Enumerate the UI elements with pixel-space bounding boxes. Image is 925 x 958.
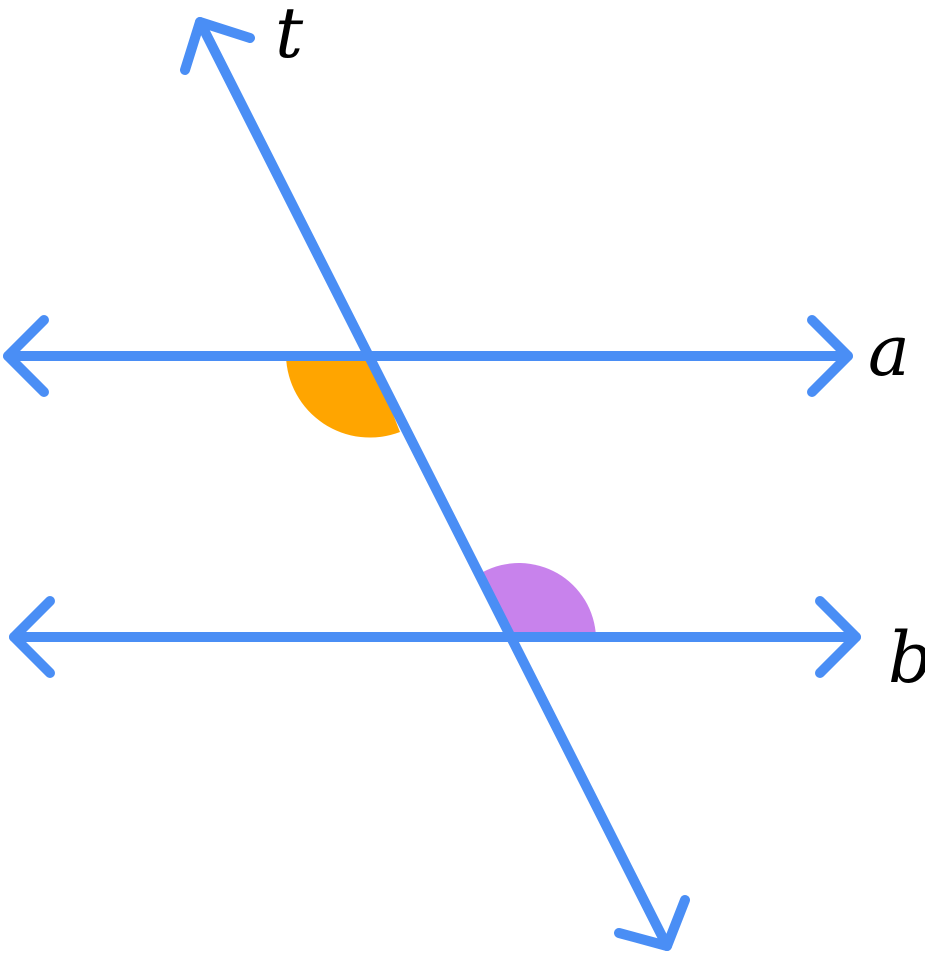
angle-b-sector: [483, 563, 596, 637]
line-a-left-arrowhead: [3, 315, 49, 397]
line-t-top-arrowhead: [180, 17, 255, 75]
line-b-right-arrowhead: [815, 596, 861, 678]
label-t: t: [275, 0, 304, 74]
line-b-left-arrowhead: [9, 596, 55, 678]
label-b: b: [888, 617, 925, 699]
line-a: [3, 315, 853, 397]
label-a: a: [868, 310, 910, 392]
line-t-bottom-arrowhead: [614, 895, 690, 951]
angle-a-sector: [286, 356, 400, 438]
line-t: [180, 17, 690, 951]
line-b: [9, 596, 861, 678]
line-a-right-arrowhead: [807, 315, 853, 397]
